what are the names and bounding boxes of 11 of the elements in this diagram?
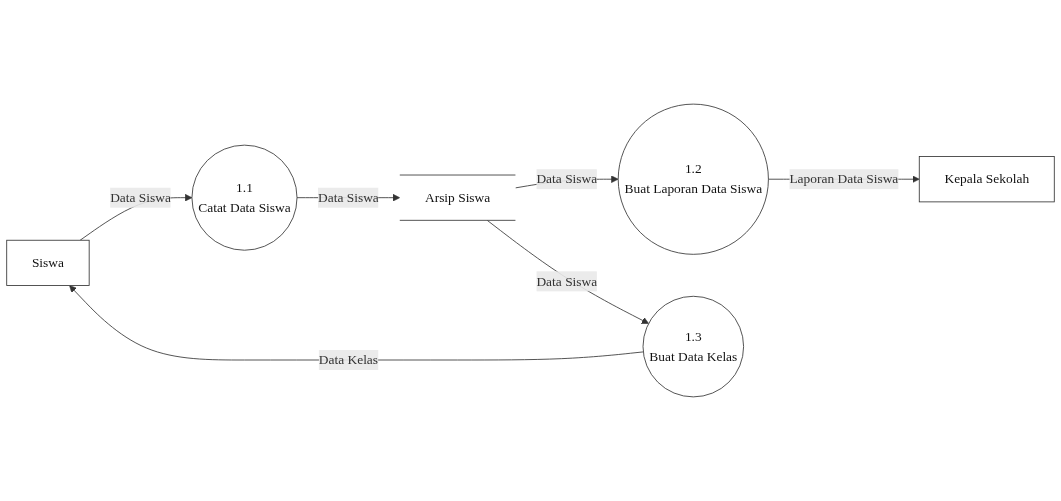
edge-label: Data Siswa xyxy=(318,190,379,205)
edge-label: Data Siswa xyxy=(536,273,598,289)
node-box: Siswa xyxy=(6,239,90,286)
node-circle: 1.2 Buat Laporan Data Siswa xyxy=(617,103,769,255)
node-circle: 1.1 Catat Data Siswa xyxy=(191,144,298,251)
edge-label: Laporan Data Siswa xyxy=(789,171,899,186)
edge-label: Data Siswa xyxy=(536,171,598,186)
edge-label: Data Kelas xyxy=(318,352,379,367)
node-box: Kepala Sekolah xyxy=(918,156,1055,203)
edge-label: Data Siswa xyxy=(110,190,171,205)
node-circle: 1.3 Buat Data Kelas xyxy=(642,295,745,398)
